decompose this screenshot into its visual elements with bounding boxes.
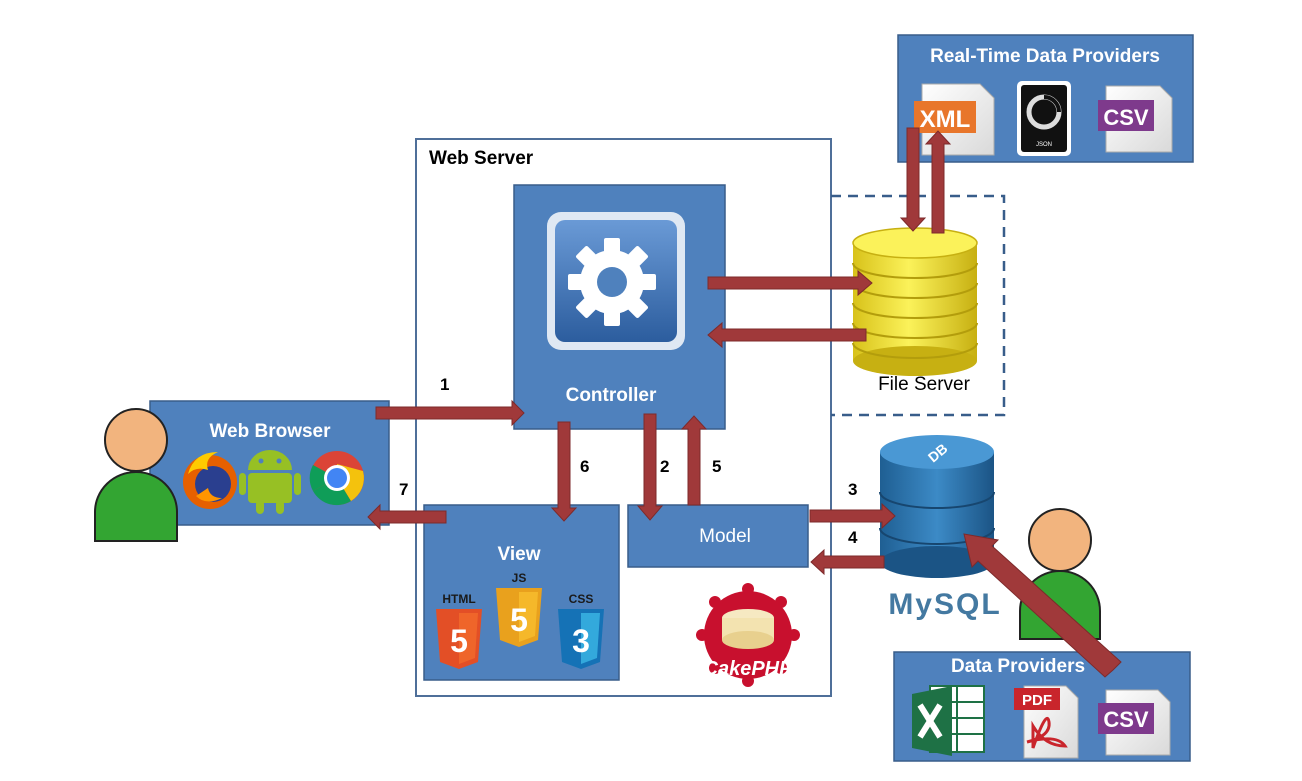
realtime-providers-label: Real-Time Data Providers (930, 46, 1160, 67)
chrome-icon (309, 451, 364, 506)
arrow-xml-to-fileserver (899, 127, 927, 232)
arrow-3 (809, 502, 896, 530)
pdf-icon: PDF (1014, 685, 1079, 759)
arrow-6 (550, 421, 578, 522)
arrows (367, 127, 1122, 678)
arrow-controller-to-fileserver (707, 269, 873, 297)
web-browser-label: Web Browser (209, 421, 331, 442)
svg-text:5: 5 (450, 623, 468, 659)
step-5: 5 (712, 457, 721, 476)
arrow-5 (680, 415, 708, 506)
svg-text:JSON: JSON (1036, 142, 1052, 148)
arrow-7 (367, 503, 447, 531)
svg-text:HTML: HTML (442, 592, 475, 606)
mysql-label: MySQL (888, 588, 1001, 621)
svg-text:3: 3 (572, 623, 590, 659)
step-labels: 1 2 3 4 5 6 7 (399, 375, 858, 547)
model-label: Model (699, 526, 751, 547)
user-person-icon (94, 408, 178, 542)
controller-label: Controller (566, 385, 657, 406)
file-server-db-icon: File Server (852, 227, 978, 395)
android-icon (239, 450, 301, 514)
arrow-2 (636, 413, 664, 521)
model-box: Model (627, 504, 809, 568)
xml-file-icon: XML (914, 83, 995, 156)
view-label: View (498, 544, 541, 565)
step-1: 1 (440, 375, 449, 394)
html5-icon: HTML 5 (436, 592, 482, 669)
arrow-4 (810, 548, 885, 576)
svg-text:CSV: CSV (1103, 707, 1149, 732)
svg-text:CakePHP: CakePHP (704, 658, 794, 680)
arrow-1 (375, 399, 525, 427)
csv-file-icon-2: CSV (1098, 689, 1171, 756)
arrow-fileserver-to-controller (707, 321, 867, 349)
gear-icon (568, 238, 656, 326)
csv-file-icon: CSV (1098, 85, 1173, 153)
svg-text:JS: JS (512, 571, 527, 585)
step-4: 4 (848, 528, 858, 547)
file-server-label: File Server (878, 374, 971, 395)
step-3: 3 (848, 480, 857, 499)
view-box: View HTML 5 JS 5 CSS 3 (423, 504, 620, 681)
css3-icon: CSS 3 (558, 592, 604, 669)
firefox-icon (183, 452, 237, 509)
step-6: 6 (580, 457, 589, 476)
data-providers-label: Data Providers (951, 656, 1085, 677)
step-7: 7 (399, 480, 408, 499)
svg-text:XML: XML (920, 106, 971, 133)
mysql-db-icon: DB MySQL (879, 435, 1001, 621)
cakephp-logo: CakePHP (696, 583, 800, 687)
controller-box: Controller (513, 184, 726, 430)
js-icon: JS 5 (496, 571, 542, 647)
web-browser-box: Web Browser (149, 400, 390, 526)
arrow-provider-to-mysql (963, 533, 1122, 678)
web-server-label: Web Server (429, 148, 534, 169)
svg-text:CSS: CSS (569, 592, 594, 606)
data-providers-box: Data Providers PDF CSV (893, 651, 1191, 762)
svg-text:CSV: CSV (1103, 105, 1149, 130)
svg-text:PDF: PDF (1022, 692, 1052, 709)
step-2: 2 (660, 457, 669, 476)
json-file-icon: JSON (1017, 81, 1071, 156)
svg-text:5: 5 (510, 602, 528, 638)
arrow-fileserver-to-xml (924, 130, 952, 234)
excel-icon (912, 685, 985, 756)
